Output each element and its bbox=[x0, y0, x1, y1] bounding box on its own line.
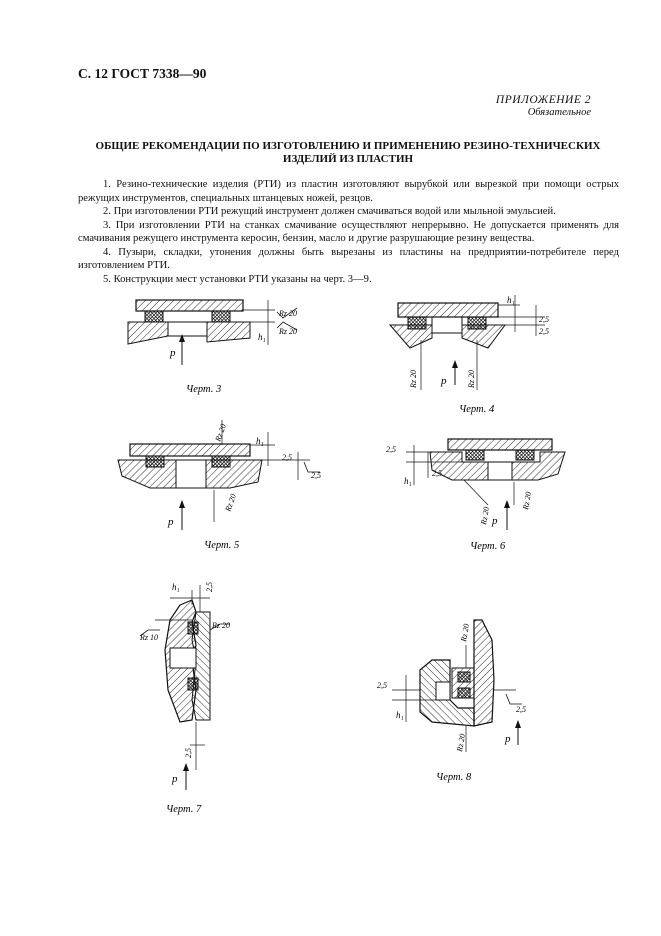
drawing-3-caption: Черт. 3 bbox=[186, 384, 221, 395]
paragraph-3: 3. При изготовлении РТИ на станках смачи… bbox=[78, 219, 619, 245]
drawing-7-dim-top: 2,5 bbox=[205, 582, 214, 592]
drawing-4-rz-left: Rz 20 bbox=[409, 370, 418, 389]
drawing-6-dim-b: 2,5 bbox=[432, 469, 442, 478]
drawing-4-dim-b: 2,5 bbox=[539, 327, 549, 336]
drawing-3-p: p bbox=[169, 347, 176, 359]
drawing-5-p: p bbox=[167, 516, 174, 528]
drawing-8-dim-a: 2,5 bbox=[377, 681, 387, 690]
drawing-6-p: p bbox=[491, 515, 498, 527]
section-title: ОБЩИЕ РЕКОМЕНДАЦИИ ПО ИЗГОТОВЛЕНИЮ И ПРИ… bbox=[78, 140, 618, 166]
drawing-8-p: p bbox=[504, 733, 511, 745]
drawing-7-rz-right: Rz 20 bbox=[211, 621, 230, 630]
section-title-line-2: ИЗДЕЛИЙ ИЗ ПЛАСТИН bbox=[282, 153, 414, 165]
drawing-4-dim-a: 2,5 bbox=[539, 315, 549, 324]
drawing-3-h1: h₁ bbox=[258, 332, 266, 342]
appendix-status: Обязательное bbox=[527, 107, 591, 118]
section-title-line-1: ОБЩИЕ РЕКОМЕНДАЦИИ ПО ИЗГОТОВЛЕНИЮ И ПРИ… bbox=[95, 140, 601, 152]
drawing-8-rz-bottom: Rz 20 bbox=[455, 733, 467, 753]
paragraph-2: 2. При изготовлении РТИ режущий инструме… bbox=[103, 206, 556, 217]
drawing-4-caption: Черт. 4 bbox=[459, 404, 495, 415]
drawing-5-caption: Черт. 5 bbox=[204, 540, 239, 551]
drawing-3-rz-bottom: Rz 20 bbox=[278, 327, 297, 336]
drawing-6-caption: Черт. 6 bbox=[470, 541, 506, 552]
drawing-6-rz-left: Rz 20 bbox=[479, 506, 491, 526]
drawing-6-dim-a: 2,5 bbox=[386, 445, 396, 454]
paragraph-1: 1. Резино-технические изделия (РТИ) из п… bbox=[78, 179, 619, 204]
body-text: 1. Резино-технические изделия (РТИ) из п… bbox=[78, 178, 619, 286]
drawing-6-h1: h₁ bbox=[404, 476, 412, 486]
drawing-7-dim-bottom: 2,5 bbox=[184, 748, 193, 758]
appendix-block: ПРИЛОЖЕНИЕ 2 Обязательное bbox=[496, 94, 591, 118]
appendix-label: ПРИЛОЖЕНИЕ 2 bbox=[495, 94, 591, 106]
paragraph-5: 5. Конструкции мест установки РТИ указан… bbox=[103, 273, 372, 285]
drawing-8-caption: Черт. 8 bbox=[436, 772, 472, 783]
drawing-5-h1: h₁ bbox=[256, 436, 264, 446]
drawing-7-h1: h₁ bbox=[172, 582, 180, 592]
drawing-6-rz-right: Rz 20 bbox=[521, 491, 533, 511]
drawing-4-h1: h₁ bbox=[507, 295, 515, 305]
drawing-8-rz-top: Rz 20 bbox=[459, 623, 471, 643]
drawing-4-rz-right: Rz 20 bbox=[467, 370, 476, 389]
drawing-8-dim-b: 2,5 bbox=[516, 705, 526, 714]
document-header-code: С. 12 ГОСТ 7338—90 bbox=[78, 66, 207, 81]
paragraph-4: 4. Пузыри, складки, утонения должны быть… bbox=[78, 246, 619, 272]
drawing-3-rz-top: Rz 20 bbox=[278, 309, 297, 318]
drawing-8-h1: h₁ bbox=[396, 710, 404, 720]
drawing-7-caption: Черт. 7 bbox=[166, 804, 202, 815]
drawing-4-p: p bbox=[440, 375, 447, 387]
drawing-7-p: p bbox=[171, 773, 178, 785]
drawing-7-rz-left: Rz 10 bbox=[139, 633, 158, 642]
drawing-5-dim-b: 2,5 bbox=[311, 471, 321, 480]
drawing-5-dim-a: 2,5 bbox=[282, 453, 292, 462]
